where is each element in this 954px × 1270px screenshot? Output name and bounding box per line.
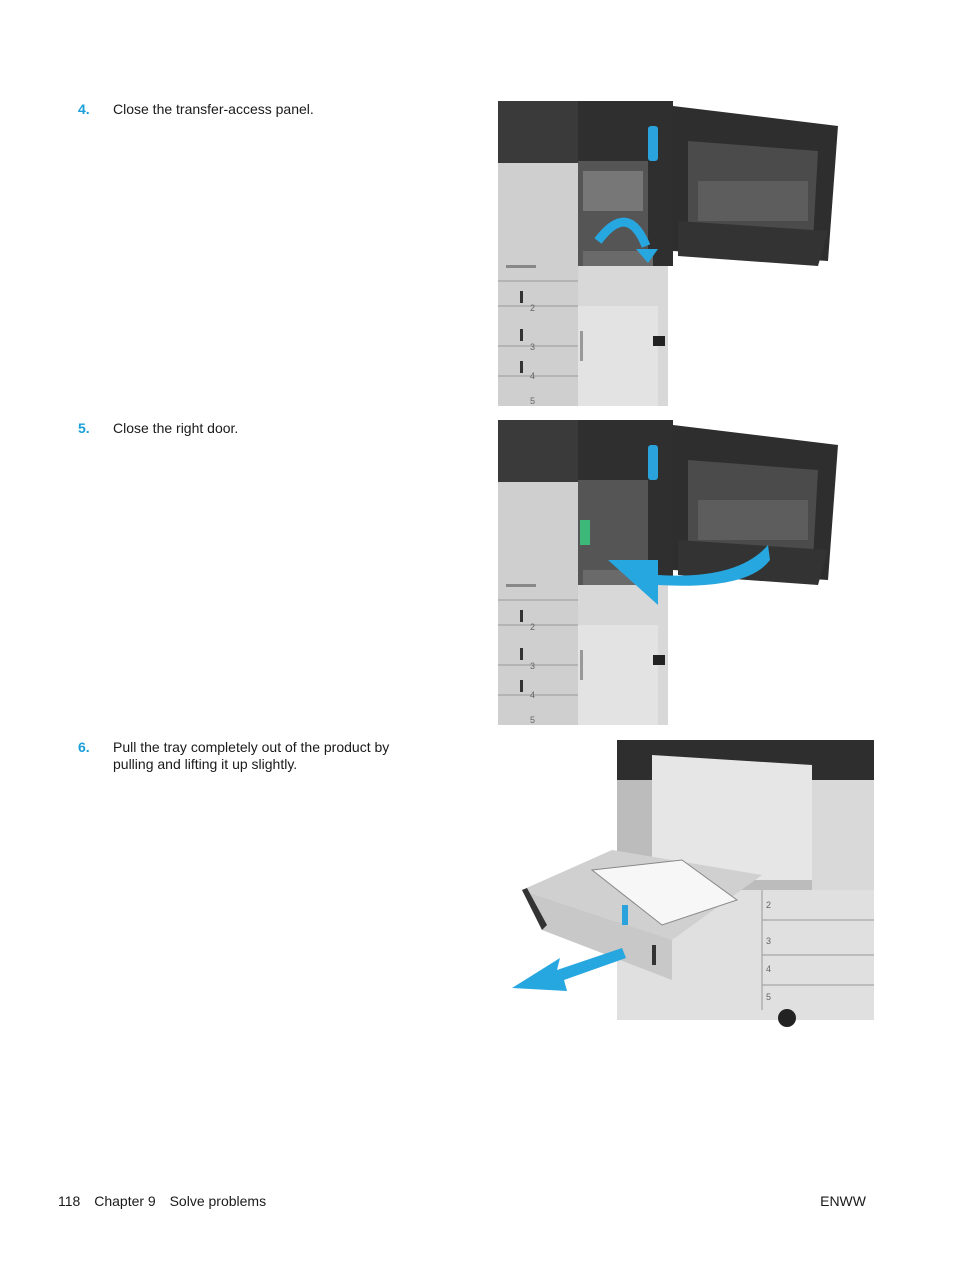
- tray-label: 5: [530, 715, 535, 725]
- tray-label: 2: [766, 900, 771, 910]
- curved-arrow-icon: [594, 217, 651, 248]
- pull-arrow-icon: [512, 948, 626, 991]
- tray-label: 4: [530, 371, 535, 381]
- tray-label: 4: [530, 690, 535, 700]
- tray-label: 5: [530, 396, 535, 406]
- tray-label: 2: [530, 303, 535, 313]
- swoosh-arrow-icon: [608, 545, 770, 605]
- tray-label: 2: [530, 622, 535, 632]
- tray-label: 3: [530, 661, 535, 671]
- printer-illustration-transfer-panel: 2 3 4 5: [498, 101, 838, 406]
- tray-label: 3: [766, 936, 771, 946]
- tray-label: 5: [766, 992, 771, 1002]
- step-text: Pull the tray completely out of the prod…: [113, 739, 390, 772]
- page-footer-left: 118 Chapter 9 Solve problems: [58, 1193, 276, 1209]
- printer-illustration-right-door: 2 3 4 5: [498, 420, 838, 725]
- step-text: Close the right door.: [113, 420, 239, 436]
- printer-illustration-pull-tray: 2 3 4 5: [512, 740, 874, 1027]
- tray-label: 3: [530, 342, 535, 352]
- page-number: 118: [58, 1193, 81, 1209]
- step-number: 6.: [78, 739, 90, 755]
- step-number: 5.: [78, 420, 90, 436]
- chapter-label: Chapter 9: [94, 1193, 156, 1209]
- page-footer-right: ENWW: [820, 1193, 866, 1209]
- tray-label: 4: [766, 964, 771, 974]
- section-label: Solve problems: [169, 1193, 267, 1209]
- step-text: Close the transfer-access panel.: [113, 101, 314, 117]
- step-number: 4.: [78, 101, 90, 117]
